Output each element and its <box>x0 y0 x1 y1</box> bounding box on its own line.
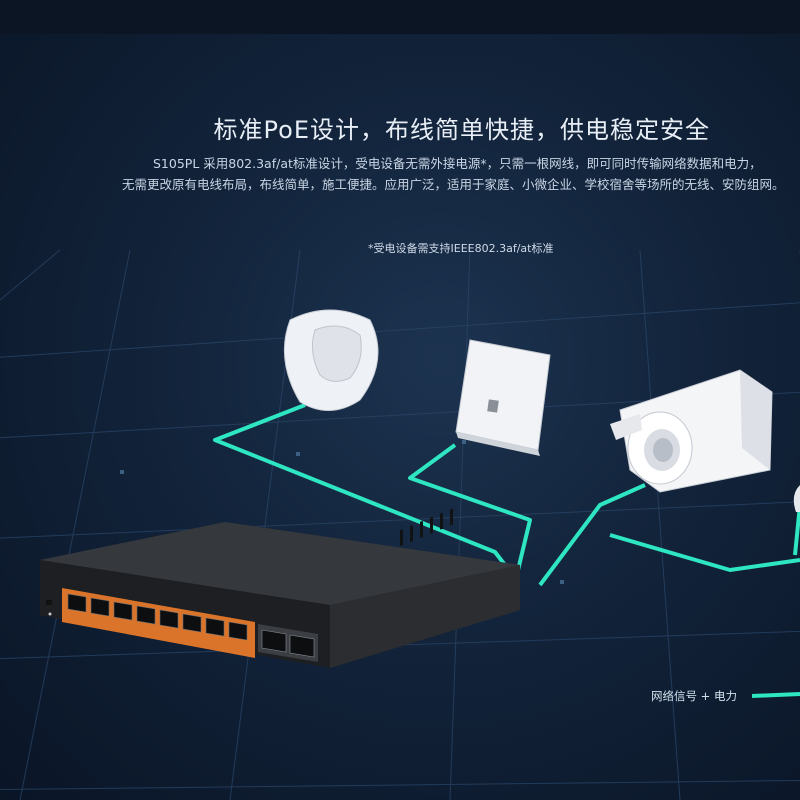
cable-camera <box>538 483 646 587</box>
ieee-standard-note: *受电设备需支持IEEE802.3af/at标准 <box>368 242 554 255</box>
floor-grid <box>0 249 800 800</box>
description-line-1: S105PL 采用802.3af/at标准设计，受电设备无需外接电源*，只需一根… <box>153 156 762 171</box>
cable-far-right <box>793 504 800 556</box>
cable-wall-panel <box>408 443 532 571</box>
description-line-2: 无需更改原有电线布局，布线简单，施工便捷。应用广泛，适用于家庭、小微企业、学校宿… <box>122 177 785 192</box>
headline: 标准PoE设计，布线简单快捷，供电稳定安全 <box>213 116 710 144</box>
legend-cable-line <box>751 692 800 698</box>
top-band <box>0 0 800 34</box>
ceiling-access-point <box>283 309 379 411</box>
wall-panel-access-point <box>455 339 551 456</box>
poe-switch <box>40 508 520 668</box>
network-cables <box>213 403 800 698</box>
bullet-camera <box>610 369 773 493</box>
cable-access-point <box>213 403 507 567</box>
partial-device-right <box>793 485 800 512</box>
legend-label: 网络信号 + 电力 <box>651 689 737 703</box>
cable-right <box>609 533 800 572</box>
